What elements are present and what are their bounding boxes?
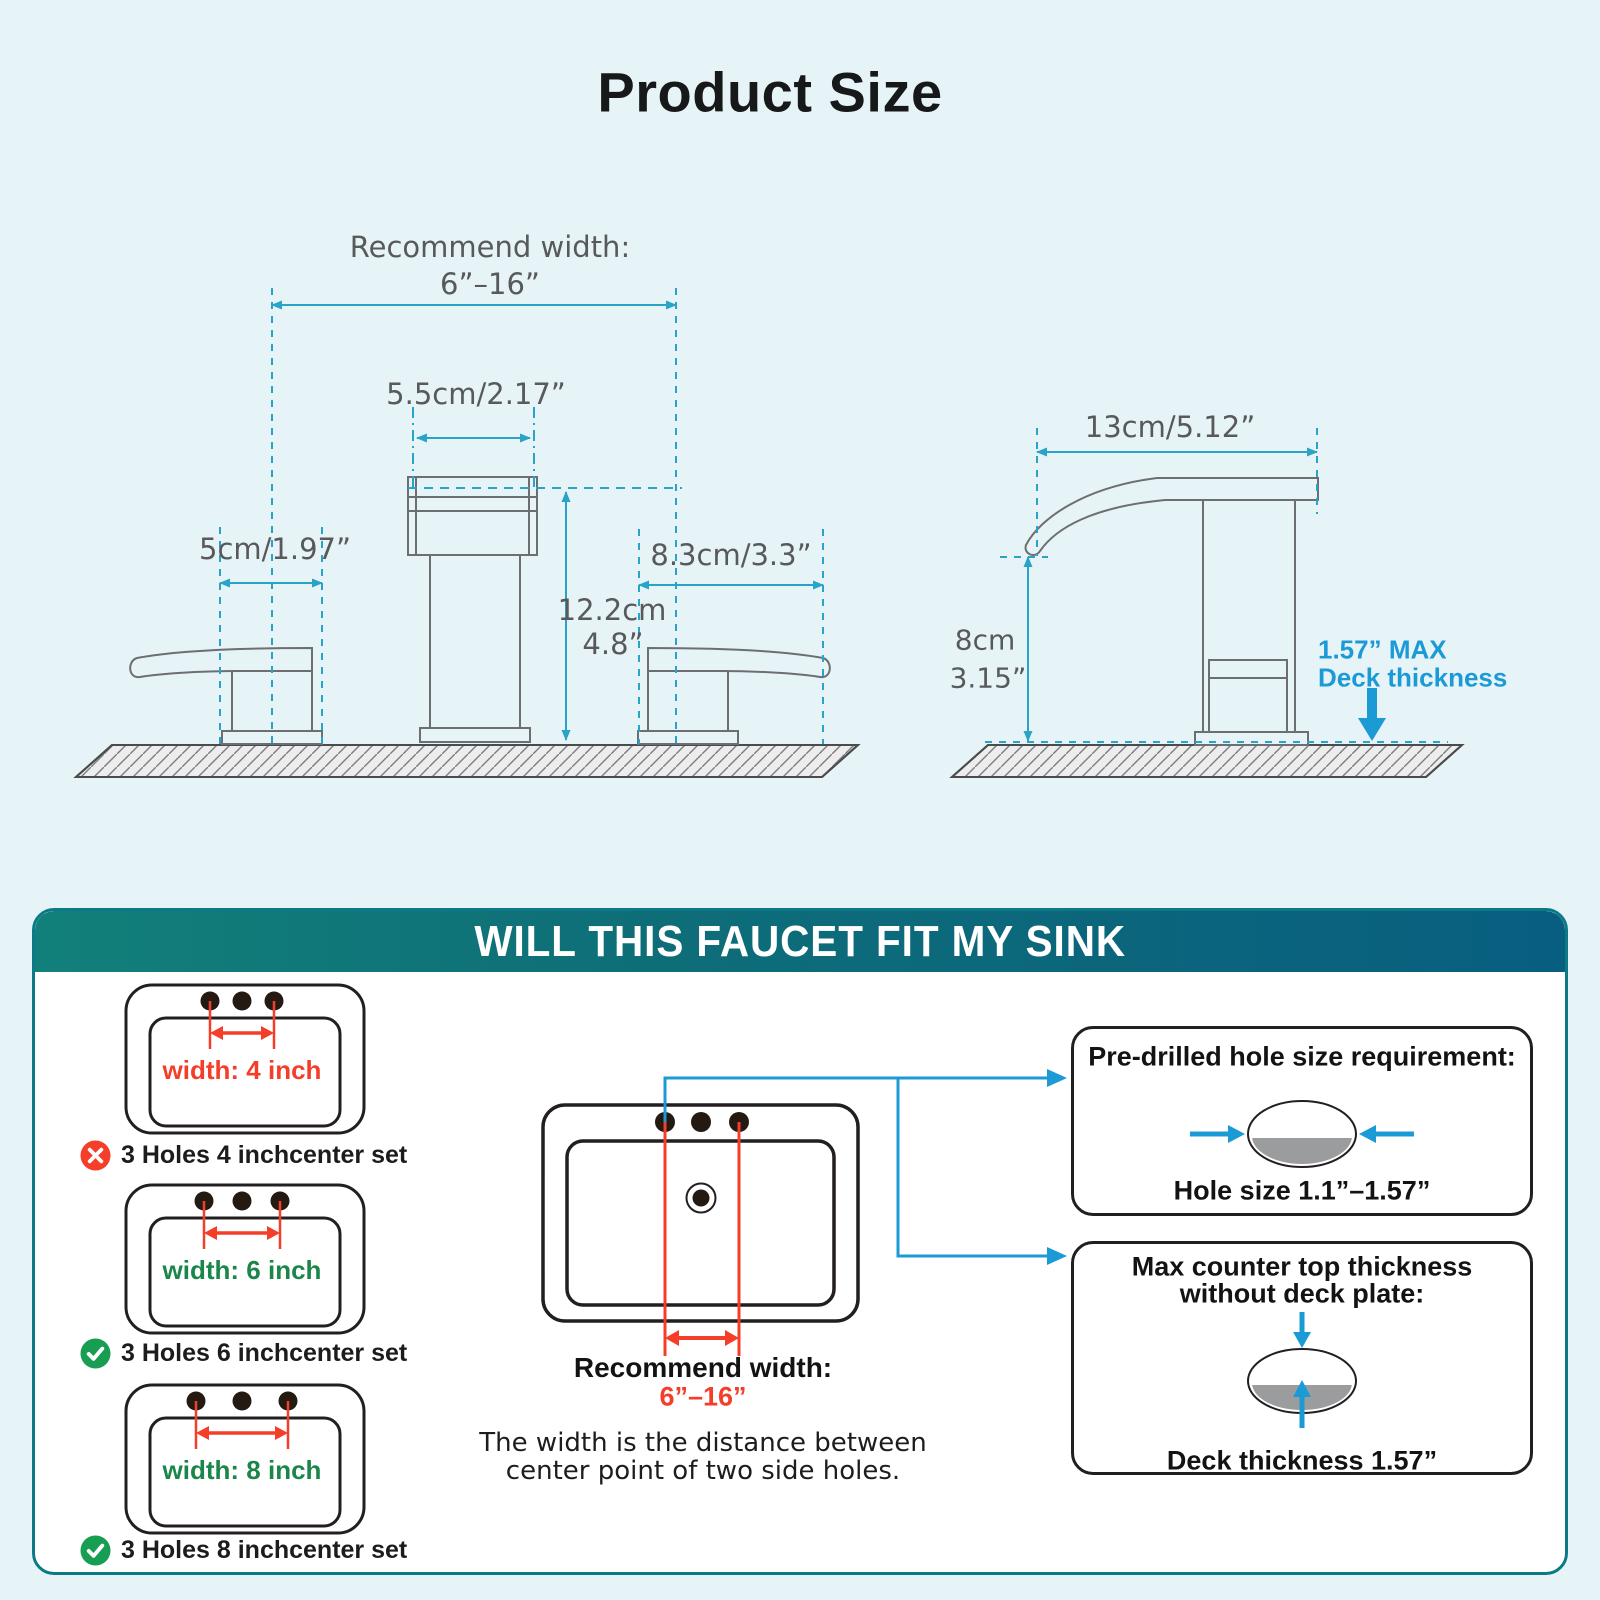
spout-width-dimension: 5.5cm/2.17” [386, 377, 566, 411]
sink-diagram-8inch: width: 8 inch [124, 1383, 366, 1535]
hole-size-box: Pre-drilled hole size requirement: Hole … [1071, 1026, 1533, 1216]
sink-width-label-4: width: 4 inch [162, 1055, 322, 1085]
deck-thickness-box: Max counter top thickness without deck p… [1071, 1241, 1533, 1476]
fit-guide-title: WILL THIS FAUCET FIT MY SINK [474, 916, 1126, 966]
center-recommend-value: 6”–16” [659, 1381, 747, 1412]
deck-box-title1: Max counter top thickness [1131, 1251, 1473, 1282]
sink-width-label-8: width: 8 inch [162, 1455, 322, 1485]
center-recommend-label: Recommend width: [573, 1352, 833, 1383]
width-note-line1: The width is the distance between [479, 1428, 927, 1458]
fit-guide-header: WILL THIS FAUCET FIT MY SINK [35, 911, 1565, 972]
height-cm-dimension: 12.2cm [557, 593, 667, 627]
sink-caption-text: 3 Holes 6 inchcenter set [121, 1338, 408, 1367]
height-in-dimension: 4.8” [582, 627, 644, 661]
deck-hole-icon [1247, 1312, 1357, 1428]
side-length-dimension: 13cm/5.12” [1084, 410, 1256, 444]
side-height-in: 3.15” [949, 661, 1027, 695]
sink-diagram-4inch: width: 4 inch [124, 983, 366, 1135]
recommend-width-label: Recommend width: [349, 230, 631, 264]
deck-box-value: Deck thickness 1.57” [1166, 1445, 1438, 1476]
page-title: Product Size [597, 60, 943, 124]
spout-reach-dimension: 8.3cm/3.3” [650, 538, 812, 572]
handle-width-dimension: 5cm/1.97” [198, 532, 352, 566]
deck-max-line1: 1.57” MAX [1318, 634, 1447, 665]
sink-caption-text: 3 Holes 4 inchcenter set [121, 1140, 408, 1169]
center-width-arrow [663, 1122, 741, 1356]
dimension-lines [219, 288, 1448, 744]
hole-box-title: Pre-drilled hole size requirement: [1088, 1041, 1516, 1072]
faucet-dimension-drawing [73, 288, 1465, 778]
faucet-front-view [129, 476, 831, 745]
countertop-front [73, 744, 861, 778]
check-icon [80, 1534, 111, 1566]
hole-icon [1190, 1100, 1414, 1168]
sink-width-label-6: width: 6 inch [162, 1255, 322, 1285]
recommend-width-value: 6”–16” [440, 267, 540, 301]
sink-caption-8inch: 3 Holes 8 inchcenter set [80, 1534, 407, 1566]
sink-caption-text: 3 Holes 8 inchcenter set [121, 1535, 408, 1564]
check-icon [80, 1337, 111, 1369]
deck-thickness-arrow-icon [1358, 688, 1386, 741]
sink-caption-6inch: 3 Holes 6 inchcenter set [80, 1337, 407, 1369]
deck-max-line2: Deck thickness [1318, 662, 1508, 693]
side-height-cm: 8cm [954, 623, 1016, 657]
sink-caption-4inch: 3 Holes 4 inchcenter set [80, 1139, 407, 1171]
faucet-side-view [1024, 477, 1319, 746]
deck-box-title2: without deck plate: [1179, 1278, 1425, 1309]
width-note-line2: center point of two side holes. [505, 1456, 901, 1486]
sink-diagram-6inch: width: 6 inch [124, 1183, 366, 1335]
fit-guide-card: WILL THIS FAUCET FIT MY SINK width: 4 in… [32, 908, 1568, 1575]
x-icon [80, 1139, 111, 1171]
countertop-side [949, 744, 1465, 778]
sink-diagram-center [541, 1103, 860, 1356]
hole-box-value: Hole size 1.1”–1.57” [1173, 1175, 1431, 1206]
